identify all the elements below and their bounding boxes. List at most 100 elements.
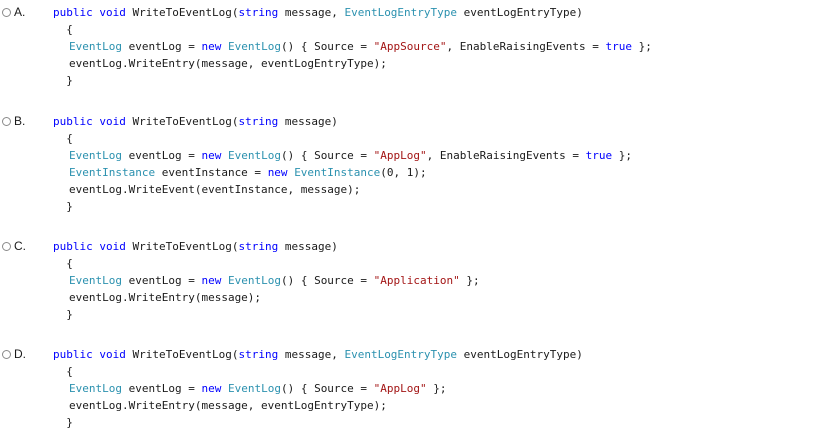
- radio-button-c[interactable]: [2, 241, 11, 251]
- code-line: public void WriteToEventLog(string messa…: [53, 346, 583, 363]
- keyword-token: string: [238, 240, 279, 253]
- code-line: eventLog.WriteEvent(eventInstance, messa…: [53, 181, 632, 198]
- code-text: eventLog.WriteEntry(message, eventLogEnt…: [69, 57, 387, 70]
- code-text: () { Source =: [280, 382, 374, 395]
- code-text: message,: [278, 348, 345, 361]
- code-line: eventLog.WriteEntry(message);: [53, 289, 480, 306]
- code-line: EventLog eventLog = new EventLog() { Sou…: [53, 380, 583, 397]
- option-a-letter: A.: [14, 5, 26, 19]
- keyword-token: void: [99, 115, 126, 128]
- code-text: };: [459, 274, 480, 287]
- keyword-token: string: [238, 6, 279, 19]
- radio-button-d[interactable]: [2, 349, 11, 359]
- type-token: EventLog: [69, 382, 122, 395]
- type-token: EventLog: [227, 382, 281, 395]
- keyword-token: string: [238, 115, 279, 128]
- code-line: {: [53, 21, 652, 38]
- code-text: eventInstance =: [155, 166, 268, 179]
- code-line: public void WriteToEventLog(string messa…: [53, 113, 632, 130]
- code-line: }: [53, 72, 652, 89]
- code-text: [221, 382, 228, 395]
- option-b-selector[interactable]: B.: [2, 113, 25, 129]
- code-block-d: public void WriteToEventLog(string messa…: [53, 346, 583, 431]
- code-line: public void WriteToEventLog(string messa…: [53, 4, 652, 21]
- option-c-letter: C.: [14, 239, 26, 253]
- code-text: {: [53, 132, 73, 145]
- type-token: EventLog: [69, 40, 122, 53]
- code-text: WriteToEventLog(: [125, 6, 239, 19]
- keyword-token: public: [53, 240, 93, 253]
- code-text: {: [53, 257, 73, 270]
- code-text: () { Source =: [280, 40, 374, 53]
- radio-button-a[interactable]: [2, 7, 11, 17]
- string-literal: "AppSource": [373, 40, 447, 53]
- code-block-b: public void WriteToEventLog(string messa…: [53, 113, 632, 215]
- string-literal: "AppLog": [373, 149, 427, 162]
- code-text: WriteToEventLog(: [125, 240, 239, 253]
- string-literal: "AppLog": [373, 382, 427, 395]
- keyword-token: new: [267, 166, 288, 179]
- code-line: EventInstance eventInstance = new EventI…: [53, 164, 632, 181]
- type-token: EventLogEntryType: [344, 6, 458, 19]
- code-text: eventLog.WriteEvent(eventInstance, messa…: [69, 183, 361, 196]
- option-b-letter: B.: [14, 114, 26, 128]
- code-text: , EnableRaisingEvents =: [426, 149, 586, 162]
- code-block-c: public void WriteToEventLog(string messa…: [53, 238, 480, 323]
- code-block-a: public void WriteToEventLog(string messa…: [53, 4, 652, 89]
- code-text: (0, 1);: [380, 166, 427, 179]
- option-d-selector[interactable]: D.: [2, 346, 26, 362]
- code-line: {: [53, 255, 480, 272]
- keyword-token: new: [201, 274, 222, 287]
- keyword-token: public: [53, 6, 93, 19]
- type-token: EventLog: [227, 274, 281, 287]
- code-text: {: [53, 365, 73, 378]
- keyword-token: true: [585, 149, 613, 162]
- type-token: EventInstance: [294, 166, 381, 179]
- code-text: };: [631, 40, 652, 53]
- code-text: message,: [278, 6, 345, 19]
- code-text: WriteToEventLog(: [125, 348, 239, 361]
- code-line: }: [53, 414, 583, 431]
- code-text: eventLog =: [121, 149, 202, 162]
- keyword-token: new: [201, 40, 222, 53]
- code-text: [221, 274, 228, 287]
- keyword-token: true: [605, 40, 632, 53]
- type-token: EventLog: [69, 149, 122, 162]
- code-text: WriteToEventLog(: [125, 115, 239, 128]
- code-text: message): [278, 240, 338, 253]
- keyword-token: new: [201, 382, 222, 395]
- code-text: eventLogEntryType): [457, 348, 583, 361]
- code-text: {: [53, 23, 73, 36]
- option-c-selector[interactable]: C.: [2, 238, 26, 254]
- keyword-token: string: [238, 348, 279, 361]
- radio-button-b[interactable]: [2, 116, 11, 126]
- code-line: EventLog eventLog = new EventLog() { Sou…: [53, 38, 652, 55]
- keyword-token: void: [99, 348, 126, 361]
- option-d-letter: D.: [14, 347, 26, 361]
- code-text: message): [278, 115, 338, 128]
- code-text: };: [426, 382, 447, 395]
- code-text: [221, 40, 228, 53]
- code-text: () { Source =: [280, 274, 374, 287]
- code-line: eventLog.WriteEntry(message, eventLogEnt…: [53, 55, 652, 72]
- code-text: , EnableRaisingEvents =: [446, 40, 606, 53]
- code-text: () { Source =: [280, 149, 374, 162]
- code-text: }: [53, 200, 73, 213]
- code-text: };: [612, 149, 632, 162]
- code-text: eventLog =: [121, 382, 202, 395]
- code-text: eventLogEntryType): [457, 6, 583, 19]
- code-line: {: [53, 130, 632, 147]
- type-token: EventLogEntryType: [344, 348, 458, 361]
- code-text: eventLog =: [121, 40, 202, 53]
- option-a-selector[interactable]: A.: [2, 4, 25, 20]
- code-line: }: [53, 306, 480, 323]
- type-token: EventLog: [227, 149, 281, 162]
- code-line: eventLog.WriteEntry(message, eventLogEnt…: [53, 397, 583, 414]
- code-text: }: [53, 308, 73, 321]
- code-text: eventLog.WriteEntry(message);: [69, 291, 262, 304]
- code-line: EventLog eventLog = new EventLog() { Sou…: [53, 272, 480, 289]
- code-text: }: [53, 74, 73, 87]
- code-text: [221, 149, 228, 162]
- code-line: EventLog eventLog = new EventLog() { Sou…: [53, 147, 632, 164]
- keyword-token: void: [99, 6, 126, 19]
